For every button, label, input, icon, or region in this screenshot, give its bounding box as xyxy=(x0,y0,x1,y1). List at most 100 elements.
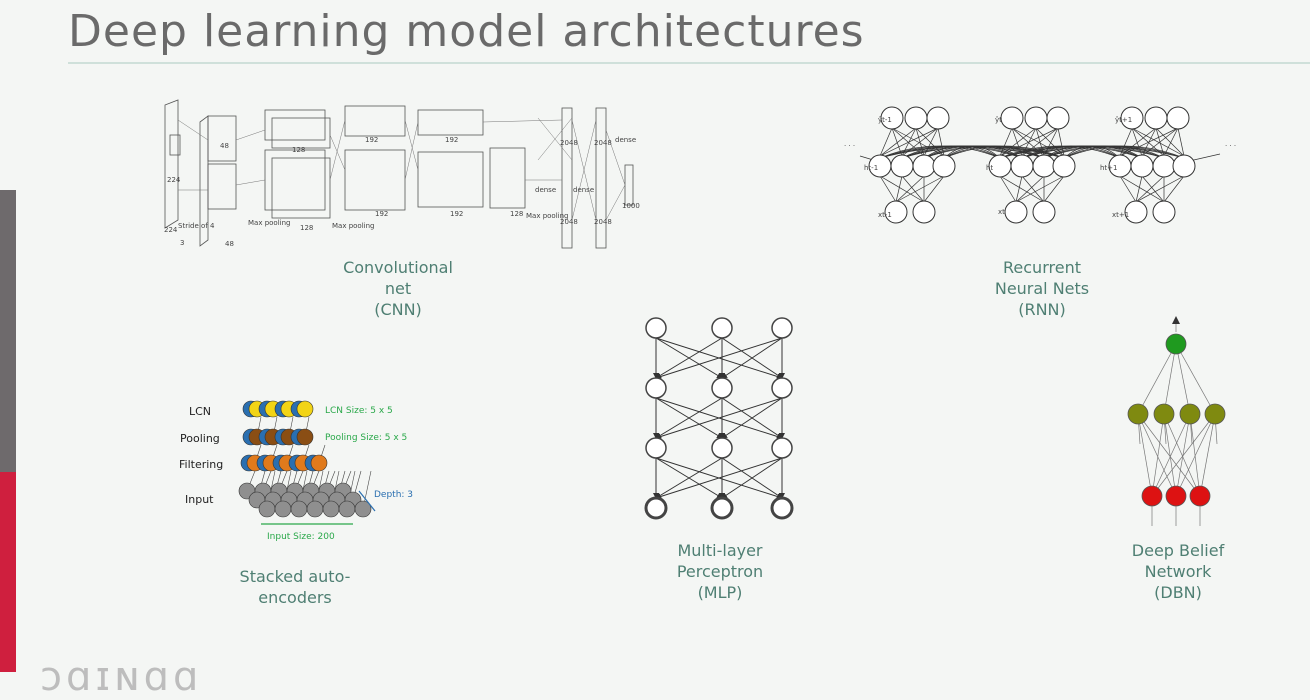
rnn-input-node xyxy=(884,200,908,224)
cnn-dim-1000: 1000 xyxy=(622,202,640,210)
sae-input-node xyxy=(274,500,292,518)
rnn-output-node xyxy=(1024,106,1048,130)
rnn-edge xyxy=(1135,175,1165,203)
dbn-edge xyxy=(1175,343,1216,415)
rnn-edge xyxy=(1021,175,1045,203)
rnn-ellipsis-right: · · · xyxy=(1225,142,1236,150)
mlp-node xyxy=(645,377,667,399)
rnn-edge xyxy=(923,175,945,203)
sae-depth: Depth: 3 xyxy=(374,490,413,500)
rnn-output-node xyxy=(904,106,928,130)
cnn-dim-2048c: 2048 xyxy=(560,218,578,226)
caption-rnn-line-3: (RNN) xyxy=(1018,300,1066,319)
cnn-dim-2048b: 2048 xyxy=(594,139,612,147)
rnn-hidden-node xyxy=(1010,154,1034,178)
rnn-input-label-3: xt+1 xyxy=(1112,211,1129,219)
cnn-dim-2048d: 2048 xyxy=(594,218,612,226)
caption-sae: Stacked auto- encoders xyxy=(215,566,375,608)
caption-cnn-line-2: net xyxy=(384,279,412,298)
caption-cnn-line-1: Convolutional xyxy=(343,258,453,277)
caption-dbn-line-1: Deep Belief xyxy=(1131,541,1225,560)
sae-depth-arrow xyxy=(358,490,376,512)
rnn-recurrent-edge xyxy=(1063,145,1185,159)
dbn-edge xyxy=(1151,413,1216,497)
rnn-hidden-node xyxy=(1032,154,1056,178)
rnn-recurrent-edge xyxy=(923,145,1001,159)
dbn-edge xyxy=(1137,413,1153,497)
rnn-edge xyxy=(891,127,945,157)
mlp-node xyxy=(711,317,733,339)
caption-mlp-line-3: (MLP) xyxy=(697,583,743,602)
dbn-edge xyxy=(1199,413,1216,497)
rnn-ellipsis-left: · · · xyxy=(844,142,855,150)
dbn-edge xyxy=(1151,413,1165,497)
mlp-diagram xyxy=(644,317,794,520)
rnn-hidden-label-3: ht+1 xyxy=(1100,164,1118,172)
slide-title: Deep learning model architectures xyxy=(68,6,865,57)
rnn-edge xyxy=(1015,175,1023,203)
sae-input-node xyxy=(258,500,276,518)
rnn-output-label-2: ŷt xyxy=(995,116,1002,124)
dbn-edge xyxy=(1175,343,1191,415)
rnn-edge xyxy=(999,175,1045,203)
cnn-stride: Stride of 4 xyxy=(178,222,215,230)
mlp-node xyxy=(771,437,793,459)
mlp-node xyxy=(711,377,733,399)
cnn-dim-128a: 128 xyxy=(292,146,305,154)
dbn-hidden-node xyxy=(1153,403,1175,425)
mlp-edge xyxy=(655,457,783,500)
sae-input-node xyxy=(354,500,372,518)
rnn-input-label-2: xt xyxy=(998,208,1005,216)
rnn-output-label-1: ŷt-1 xyxy=(878,116,892,124)
caption-cnn: Convolutional net (CNN) xyxy=(318,257,478,320)
cnn-dim-224a: 224 xyxy=(167,176,181,184)
rnn-input-node xyxy=(1124,200,1148,224)
dbn-top-arrow-head xyxy=(1172,316,1180,324)
dbn-edge xyxy=(1137,413,1201,497)
cnn-dim-192d: 192 xyxy=(450,210,463,218)
cnn-dim-192c: 192 xyxy=(445,136,458,144)
dbn-edge xyxy=(1163,413,1177,497)
rnn-output-node xyxy=(1000,106,1024,130)
left-edge-gray-bar xyxy=(0,190,16,472)
left-edge-red-bar xyxy=(0,472,16,672)
cnn-dim-128c: 128 xyxy=(510,210,523,218)
rnn-output-node xyxy=(926,106,950,130)
mlp-edge xyxy=(655,397,783,440)
cnn-dense-2: dense xyxy=(573,186,594,194)
dbn-visible-node xyxy=(1141,485,1163,507)
sae-layer-input: Input xyxy=(185,493,214,506)
sae-input-node xyxy=(290,500,308,518)
rnn-edge xyxy=(1163,127,1179,157)
rnn-edge xyxy=(879,127,893,157)
rnn-edge xyxy=(1015,175,1065,203)
cnn-dense-1: dense xyxy=(535,186,556,194)
rnn-hidden-node xyxy=(890,154,914,178)
rnn-hidden-node xyxy=(1052,154,1076,178)
mlp-edge xyxy=(721,337,783,379)
dbn-visible-node xyxy=(1165,485,1187,507)
sae-layer-lcn: LCN xyxy=(189,405,211,418)
footer-brand-partial: ᴐɑɪɴɑɑ xyxy=(40,654,203,700)
cnn-maxpool-1: Max pooling xyxy=(248,219,290,227)
mlp-edge xyxy=(721,457,783,499)
cnn-dim-3: 3 xyxy=(180,239,184,247)
mlp-node xyxy=(771,377,793,399)
rnn-edge xyxy=(999,175,1017,203)
dbn-edge xyxy=(1175,413,1216,497)
caption-sae-line-1: Stacked auto- xyxy=(239,567,351,586)
rnn-edge xyxy=(1131,127,1185,157)
sae-pooling-size: Pooling Size: 5 x 5 xyxy=(325,433,407,443)
mlp-node xyxy=(770,496,794,520)
sae-input-node xyxy=(338,500,356,518)
caption-cnn-line-3: (CNN) xyxy=(374,300,422,319)
dbn-hidden-node xyxy=(1204,403,1226,425)
rnn-edge xyxy=(1043,175,1065,203)
rnn-edge xyxy=(895,175,903,203)
dbn-edge xyxy=(1189,413,1201,497)
dbn-edge xyxy=(1137,413,1177,497)
dbn-edge xyxy=(1163,413,1201,497)
rnn-recurrent-edge xyxy=(1043,145,1121,159)
cnn-dim-224b: 224 xyxy=(164,226,178,234)
cnn-maxpool-2: Max pooling xyxy=(332,222,374,230)
